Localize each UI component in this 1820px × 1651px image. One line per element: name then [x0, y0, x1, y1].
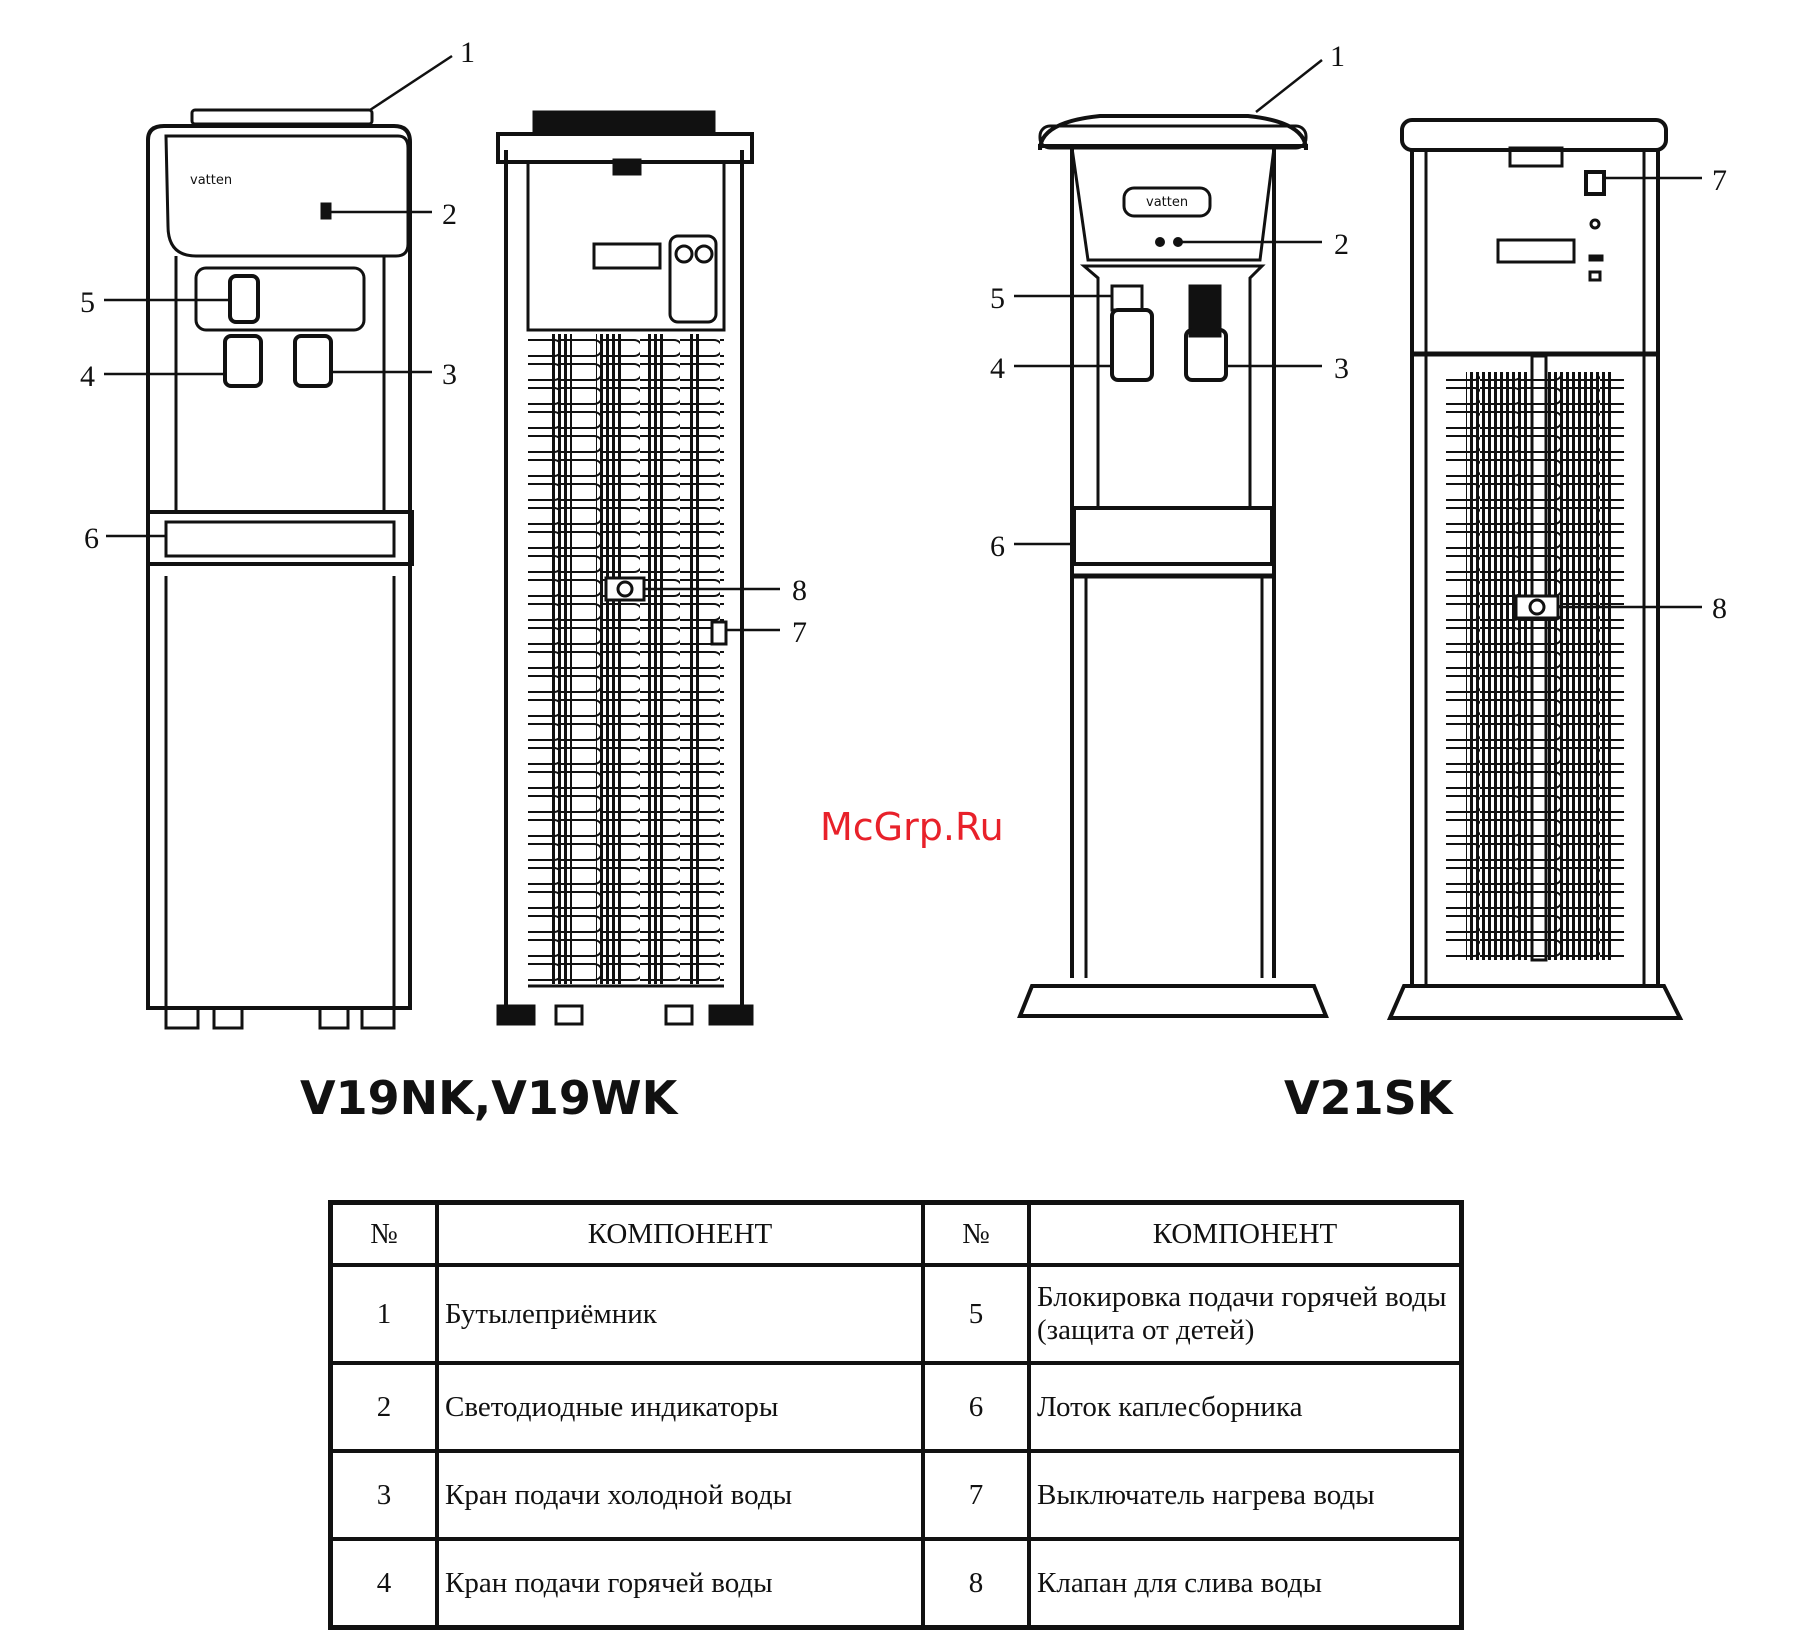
- cell-component: Выключатель нагрева воды: [1027, 1449, 1464, 1541]
- callout-4-right: 4: [990, 352, 1005, 385]
- model-label-v21: V21SK: [1284, 1071, 1455, 1125]
- callout-8-right: 8: [1712, 592, 1727, 625]
- cell-component: Бутылеприёмник: [435, 1263, 925, 1365]
- header-component-1: КОМПОНЕНТ: [435, 1200, 925, 1267]
- v19-front-view: [146, 108, 414, 1030]
- model-label-v19: V19NK,V19WK: [300, 1071, 680, 1125]
- cell-component: Блокировка подачи горячей воды (защита о…: [1027, 1263, 1464, 1365]
- cell-component: Кран подачи холодной воды: [435, 1449, 925, 1541]
- brand-logo-left: vatten: [190, 173, 232, 188]
- cell-component: Кран подачи горячей воды: [435, 1537, 925, 1630]
- callout-4-left: 4: [80, 360, 95, 393]
- v19-back-view: [496, 110, 754, 1026]
- cell-num: 8: [921, 1537, 1031, 1630]
- cell-num: 2: [328, 1361, 439, 1453]
- callout-5-right: 5: [990, 282, 1005, 315]
- callout-1-left: 1: [460, 36, 475, 69]
- header-num-1: №: [328, 1200, 439, 1267]
- header-component-2: КОМПОНЕНТ: [1027, 1200, 1464, 1267]
- cell-num: 5: [921, 1263, 1031, 1365]
- watermark: McGrp.Ru: [820, 805, 1004, 849]
- callout-2-right: 2: [1334, 228, 1349, 261]
- callout-7-right: 7: [1712, 164, 1727, 197]
- brand-logo-right: vatten: [1146, 195, 1188, 210]
- table-header-row: № КОМПОНЕНТ № КОМПОНЕНТ: [328, 1200, 1464, 1267]
- callout-8-left: 8: [792, 574, 807, 607]
- cell-num: 1: [328, 1263, 439, 1365]
- cell-num: 3: [328, 1449, 439, 1541]
- callout-6-left: 6: [84, 522, 99, 555]
- header-num-2: №: [921, 1200, 1031, 1267]
- v21-back-view: [1386, 118, 1684, 1020]
- table-row: 4 Кран подачи горячей воды 8 Клапан для …: [328, 1537, 1464, 1630]
- cell-num: 7: [921, 1449, 1031, 1541]
- callout-leaders: [104, 54, 1702, 632]
- callout-6-right: 6: [990, 530, 1005, 563]
- callout-7-left: 7: [792, 616, 807, 649]
- callout-1-right: 1: [1330, 40, 1345, 73]
- v21-front-view: [1017, 114, 1329, 1018]
- cell-component: Лоток каплесборника: [1027, 1361, 1464, 1453]
- callout-3-left: 3: [442, 358, 457, 391]
- callout-3-right: 3: [1334, 352, 1349, 385]
- cell-component: Светодиодные индикаторы: [435, 1361, 925, 1453]
- cell-component: Клапан для слива воды: [1027, 1537, 1464, 1630]
- callout-5-left: 5: [80, 286, 95, 319]
- cell-num: 6: [921, 1361, 1031, 1453]
- callout-2-left: 2: [442, 198, 457, 231]
- table-row: 3 Кран подачи холодной воды 7 Выключател…: [328, 1449, 1464, 1541]
- cell-num: 4: [328, 1537, 439, 1630]
- component-table: № КОМПОНЕНТ № КОМПОНЕНТ 1 Бутылеприёмник…: [328, 1200, 1464, 1630]
- table-row: 2 Светодиодные индикаторы 6 Лоток каплес…: [328, 1361, 1464, 1453]
- table-row: 1 Бутылеприёмник 5 Блокировка подачи гор…: [328, 1263, 1464, 1365]
